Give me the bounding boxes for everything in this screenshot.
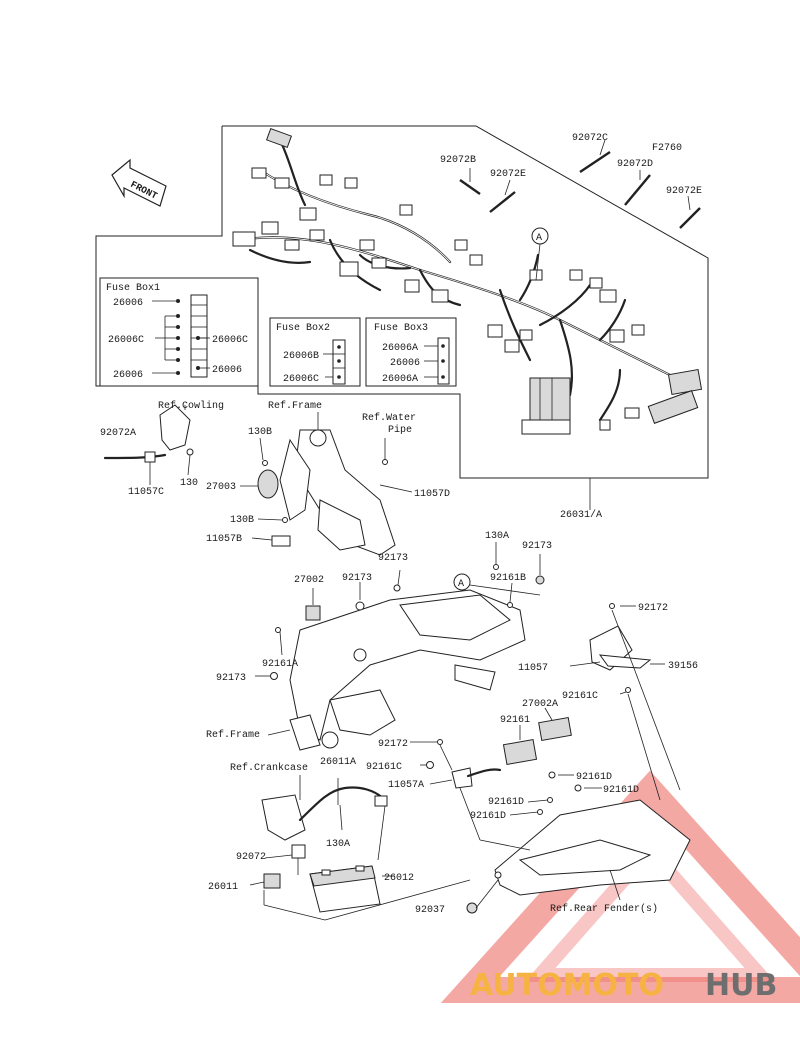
- label-130-top: 130: [180, 478, 198, 489]
- label-92172-a: 92172: [638, 603, 668, 614]
- fuse-box-1-left-1: 26006: [113, 298, 143, 309]
- fuse-box-3-item-2: 26006: [390, 358, 420, 369]
- fuse-box-1-title: Fuse Box1: [106, 283, 160, 294]
- label-92161b: 92161B: [490, 573, 526, 584]
- fuse-box-3-item-3: 26006A: [382, 374, 418, 385]
- fuse-box-1-right-2: 26006: [212, 365, 242, 376]
- label-92072d: 92072D: [617, 159, 653, 170]
- ref-crankcase: Ref.Crankcase: [230, 762, 308, 774]
- rear-fender: 92037 Ref.Rear Fender(s): [415, 787, 691, 916]
- label-27002: 27002: [294, 575, 324, 586]
- label-27002a: 27002A: [522, 699, 558, 710]
- label-39156: 39156: [668, 661, 698, 672]
- label-92161: 92161: [500, 715, 530, 726]
- label-92072e-a: 92072E: [490, 169, 526, 180]
- fuse-box-1: Fuse Box1 26006 26006C 26006 26006C 2600…: [99, 277, 259, 387]
- label-92072a: 92072A: [100, 428, 136, 439]
- label-92173-d: 92173: [216, 673, 246, 684]
- label-92161d-d: 92161D: [470, 811, 506, 822]
- label-11057c: 11057C: [128, 487, 164, 498]
- label-92161a: 92161A: [262, 659, 298, 670]
- label-92161d-c: 92161D: [488, 797, 524, 808]
- label-92072b: 92072B: [440, 155, 476, 166]
- label-26031a: 26031/A: [560, 509, 602, 521]
- front-arrow-icon: FRONT: [111, 158, 167, 207]
- label-92072c: 92072C: [572, 133, 608, 144]
- watermark-text-1: AUTOMOTO: [470, 968, 664, 1003]
- fuse-box-3: Fuse Box3 26006A 26006 26006A: [365, 317, 457, 387]
- ref-frame-mid: Ref.Frame: [206, 729, 260, 741]
- label-130b-a: 130B: [248, 427, 272, 438]
- ref-pipe: Pipe: [388, 424, 412, 436]
- fuse-box-2-title: Fuse Box2: [276, 323, 330, 334]
- label-130a-a: 130A: [485, 531, 509, 542]
- label-26011: 26011: [208, 882, 238, 893]
- fuse-box-1-left-2: 26006C: [108, 335, 144, 346]
- label-92173-a: 92173: [378, 553, 408, 564]
- label-11057: 11057: [518, 663, 548, 674]
- ref-a-top: A: [536, 233, 542, 244]
- label-92072: 92072: [236, 852, 266, 863]
- label-11057a: 11057A: [388, 780, 424, 791]
- fuse-box-2: Fuse Box2 26006B 26006C: [269, 317, 361, 387]
- main-frame: A 92173 92173 92173 130A 92161B 27002 92…: [206, 531, 552, 751]
- ref-rear-fender: Ref.Rear Fender(s): [550, 903, 658, 915]
- label-11057b: 11057B: [206, 534, 242, 545]
- label-92172-b: 92172: [378, 739, 408, 750]
- label-92173-c: 92173: [522, 541, 552, 552]
- label-92161d-a: 92161D: [576, 772, 612, 783]
- fuse-box-2-item-1: 26006B: [283, 351, 319, 362]
- label-92072e-b: 92072E: [666, 186, 702, 197]
- ref-cowling: Ref.Cowling: [158, 400, 224, 412]
- label-92161d-b: 92161D: [603, 785, 639, 796]
- ref-water: Ref.Water: [362, 412, 416, 424]
- label-92173-b: 92173: [342, 573, 372, 584]
- right-bracket: 92172 11057 39156 92161C: [518, 603, 698, 801]
- label-92161c-b: 92161C: [366, 762, 402, 773]
- label-11057d: 11057D: [414, 489, 450, 500]
- main-wiring-harness: A: [232, 127, 703, 435]
- fuse-box-3-title: Fuse Box3: [374, 323, 428, 334]
- front-frame: Ref.Frame Ref.Water Pipe 130B 27003 1105…: [206, 400, 450, 556]
- ref-a-mid: A: [458, 579, 464, 590]
- fuse-box-1-left-3: 26006: [113, 370, 143, 381]
- label-26012: 26012: [384, 873, 414, 884]
- fuse-box-3-item-1: 26006A: [382, 343, 418, 354]
- harness-box-outline: [95, 125, 709, 479]
- label-130b-b: 130B: [230, 515, 254, 526]
- label-92161c-a: 92161C: [562, 691, 598, 702]
- label-92037: 92037: [415, 905, 445, 916]
- fuse-box-1-right-1: 26006C: [212, 335, 248, 346]
- cowling-bracket: 92072A 11057C 130 Ref.Cowling: [100, 400, 224, 498]
- label-f2760: F2760: [652, 143, 682, 154]
- ref-frame-top: Ref.Frame: [268, 400, 322, 412]
- label-26011a: 26011A: [320, 757, 356, 768]
- watermark-text-2: HUB: [705, 968, 777, 1003]
- mid-electrical: 27002A 92161 92172 92161C 11057A 92161D …: [366, 699, 639, 822]
- battery-area: Ref.Crankcase 26011A 130A 92072 26012 26…: [208, 757, 471, 921]
- label-130a-b: 130A: [326, 839, 350, 850]
- cable-ties: 92072C F2760 92072B 92072E 92072D 92072E: [440, 133, 702, 229]
- fuse-box-2-item-2: 26006C: [283, 374, 319, 385]
- label-27003: 27003: [206, 482, 236, 493]
